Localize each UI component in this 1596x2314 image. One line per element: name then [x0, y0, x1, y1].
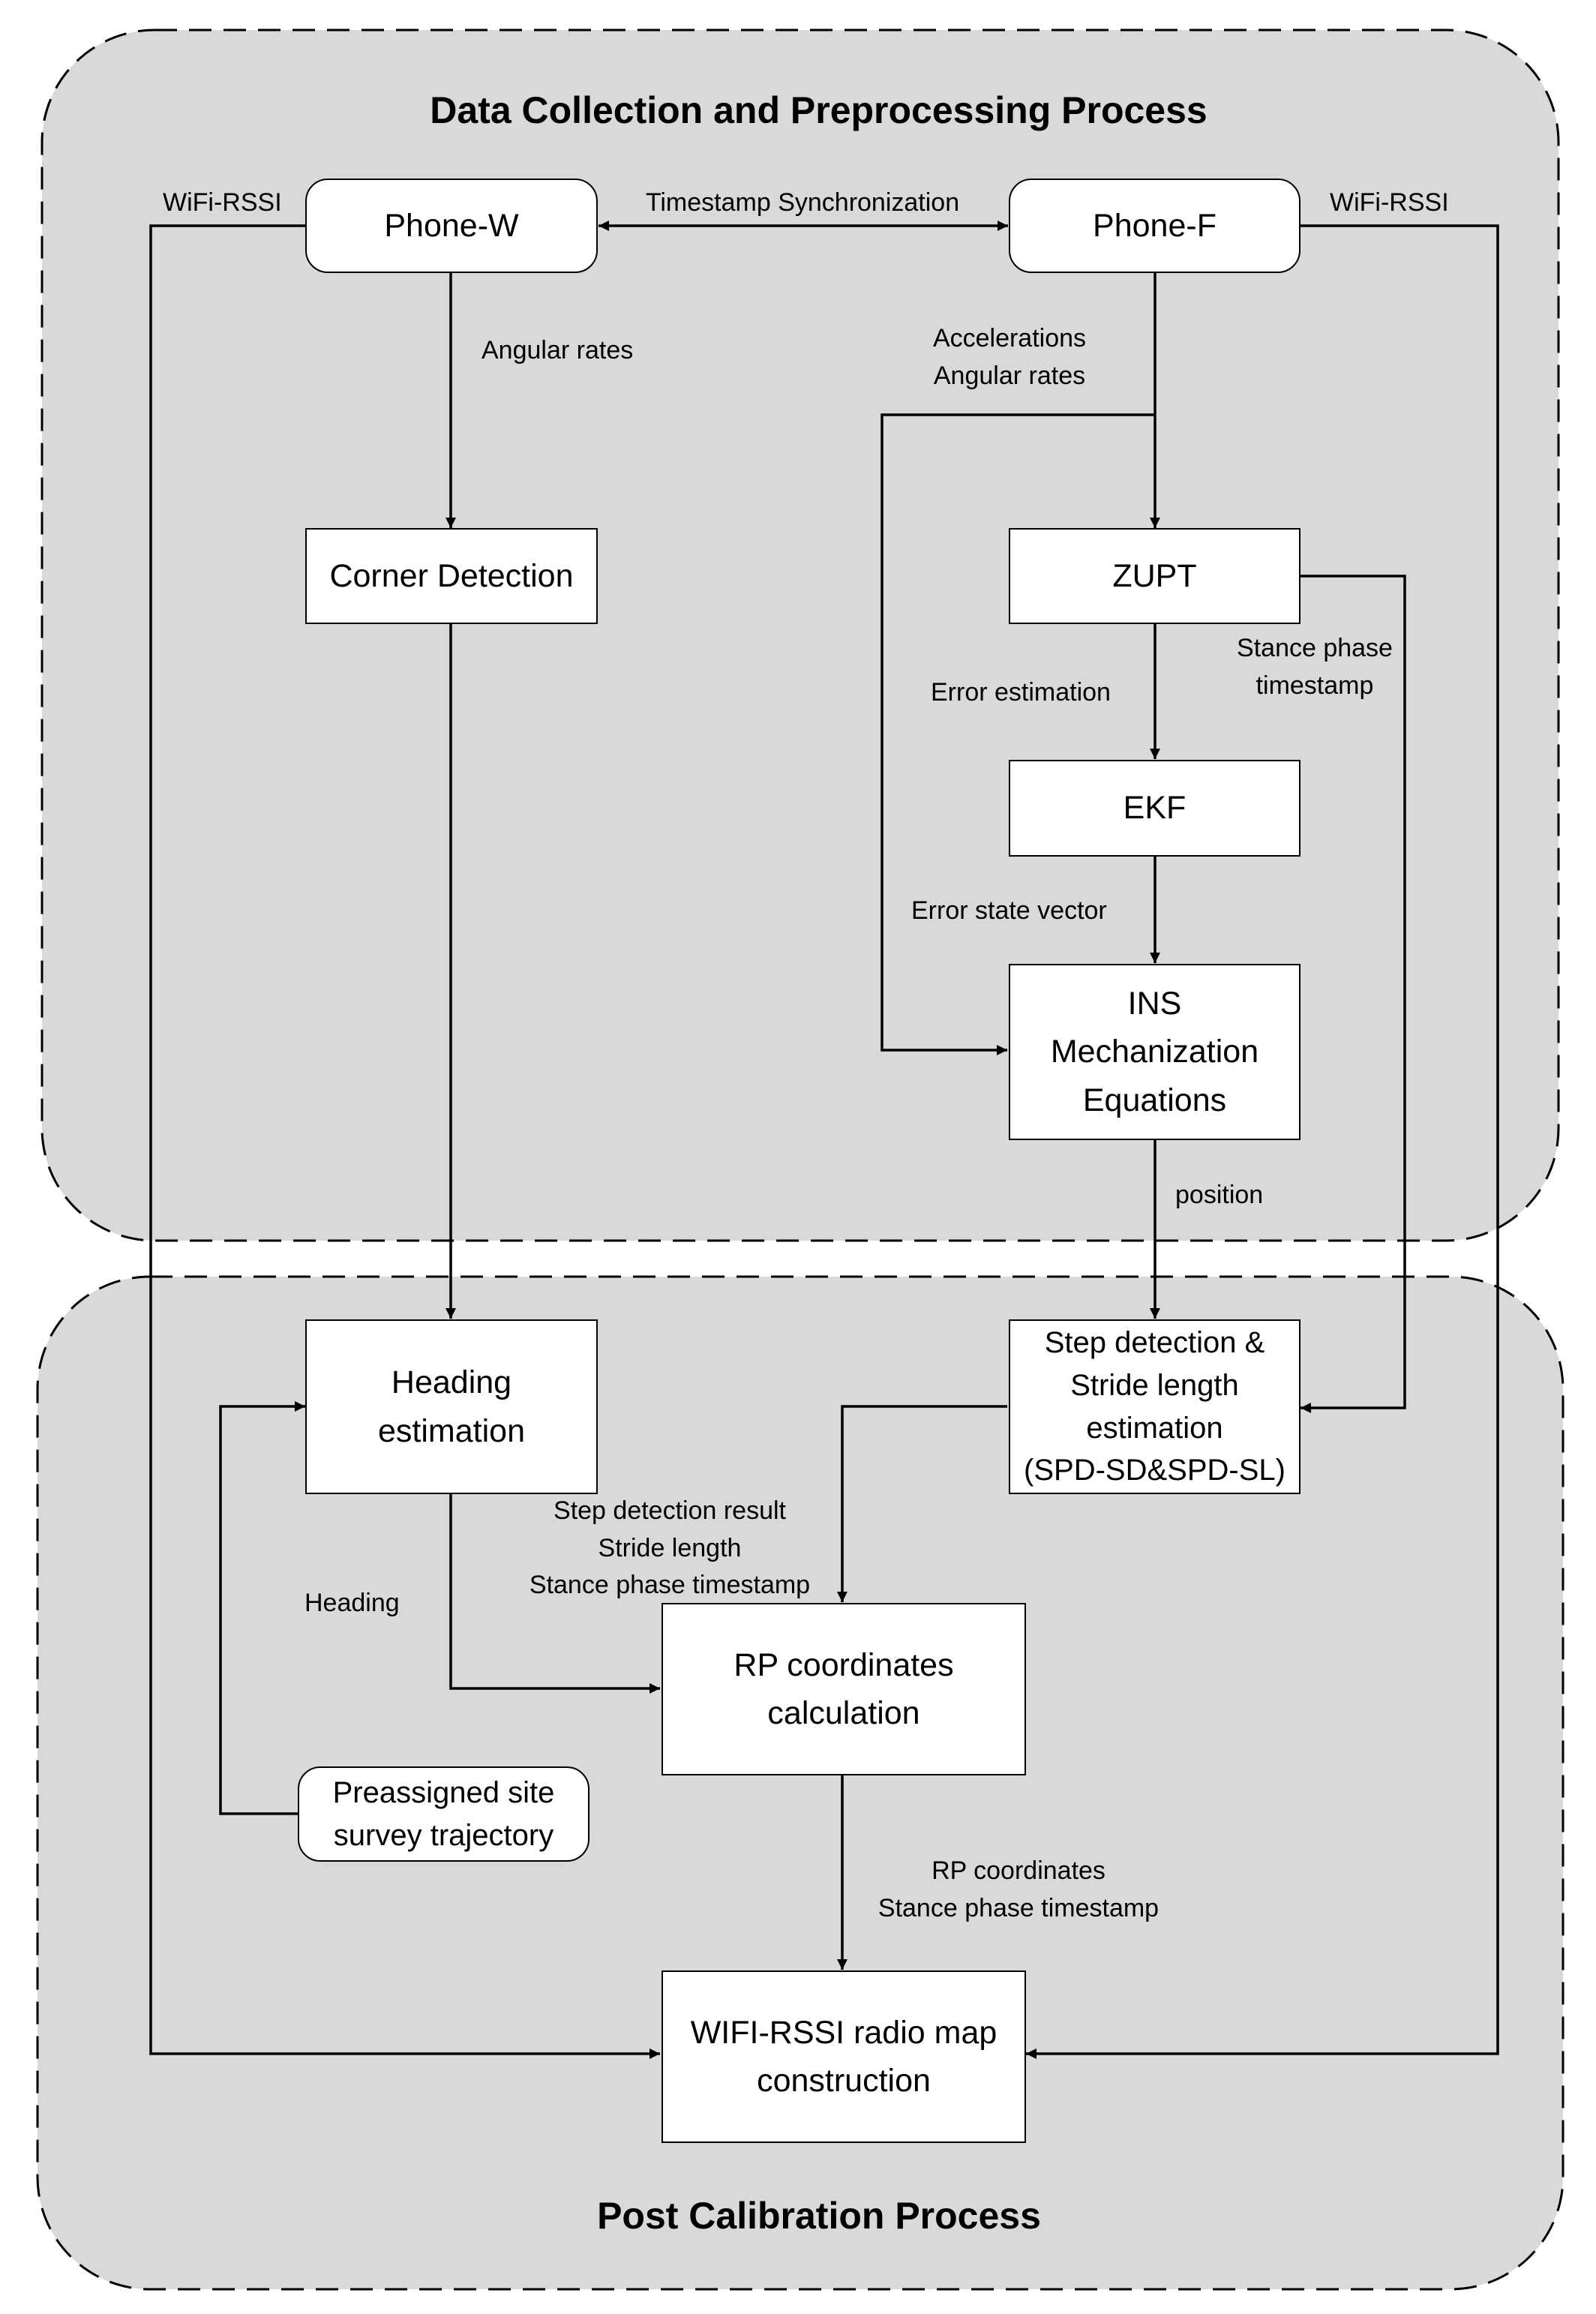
label-wifi-rssi-left: WiFi-RSSI [163, 188, 282, 217]
node-ins-mechanization: INS Mechanization Equations [1009, 964, 1300, 1140]
region-title-data-collection: Data Collection and Preprocessing Proces… [430, 89, 1208, 131]
region-data-collection [40, 29, 1560, 1242]
edge-zupt-to-step [1299, 575, 1406, 1413]
node-phone-w: Phone-W [305, 179, 598, 273]
edge-wifi-left [149, 224, 660, 2059]
label-error-state-vector: Error state vector [911, 896, 1107, 925]
label-stance-phase-timestamp: Stance phase timestamp [1237, 634, 1393, 700]
node-step-detection: Step detection & Stride length estimatio… [1009, 1319, 1300, 1494]
node-phone-f: Phone-F [1009, 179, 1300, 273]
node-preassigned-trajectory: Preassigned site survey trajectory [298, 1766, 590, 1862]
label-angular-rates: Angular rates [482, 336, 634, 365]
label-heading: Heading [304, 1589, 400, 1617]
label-step-detection-result: Step detection result Stride length Stan… [529, 1496, 811, 1600]
edge-wifi-right [1026, 224, 1499, 2059]
node-zupt: ZUPT [1009, 528, 1300, 624]
region-post-calibration [36, 1275, 1564, 2291]
label-accelerations-angular-rates: Accelerations Angular rates [932, 324, 1087, 390]
node-corner-detection: Corner Detection [305, 528, 598, 624]
node-heading-estimation: Heading estimation [305, 1319, 598, 1494]
label-wifi-rssi-right: WiFi-RSSI [1330, 188, 1449, 217]
label-timestamp-sync: Timestamp Synchronization [645, 188, 960, 217]
edge-preassigned-to-heading [219, 1401, 305, 1815]
label-rp-coordinates: RP coordinates Stance phase timestamp [878, 1856, 1160, 1922]
edge-step-to-rp [837, 1405, 1007, 1602]
region-title-post-calibration: Post Calibration Process [597, 2195, 1041, 2237]
node-rp-coordinates-calculation: RP coordinates calculation [662, 1603, 1026, 1775]
edge-phone-f-to-ins [880, 413, 1155, 1055]
label-error-estimation: Error estimation [931, 678, 1111, 707]
label-position: position [1175, 1181, 1264, 1209]
node-radio-map-construction: WIFI-RSSI radio map construction [662, 1970, 1026, 2143]
edge-heading-to-rp [449, 1493, 660, 1694]
node-ekf: EKF [1009, 760, 1300, 857]
